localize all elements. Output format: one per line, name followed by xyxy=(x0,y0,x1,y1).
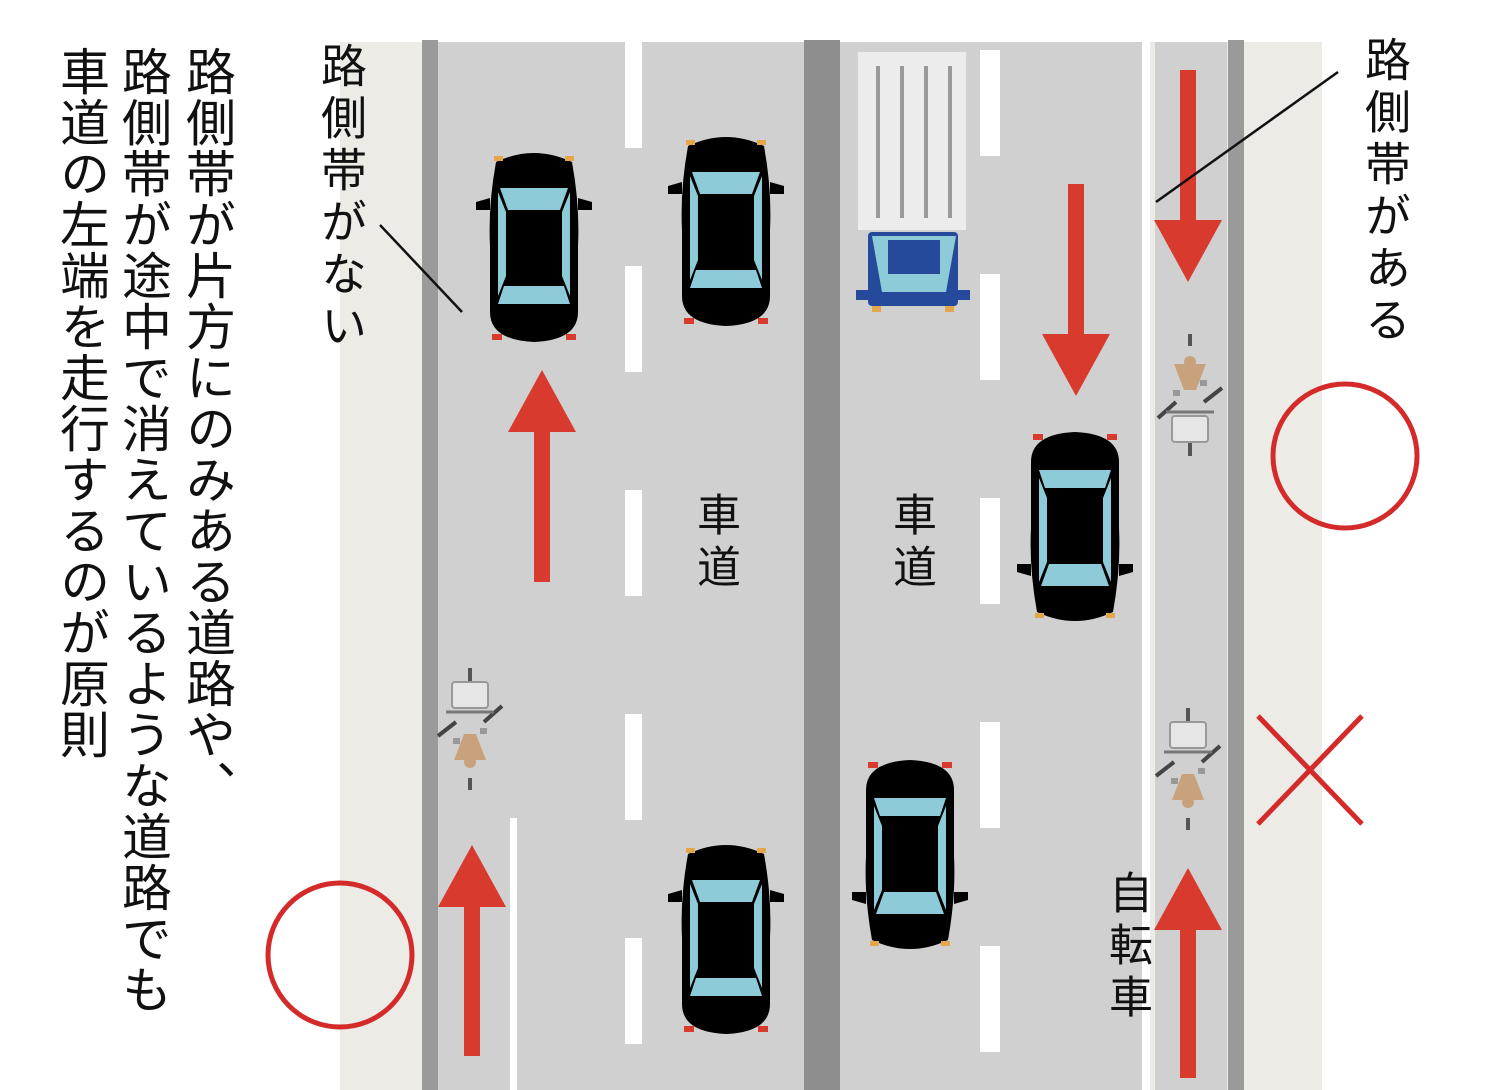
wrong-mark xyxy=(1256,714,1364,826)
car-blue-left xyxy=(476,153,592,342)
lane-divider-left xyxy=(625,42,642,1044)
car-red-left xyxy=(668,845,784,1034)
shoulder-line-right xyxy=(1142,40,1150,1090)
caption-line-2: 路側帯が途中で消えているような道路でも xyxy=(114,46,172,1015)
arrow-up-shoulder xyxy=(1154,868,1222,1078)
car-green-right xyxy=(852,760,968,949)
left-edge-line xyxy=(422,40,438,1090)
median-strip xyxy=(804,40,840,1090)
truck xyxy=(856,52,970,312)
car-blue-right xyxy=(1017,432,1133,621)
label-roadway-right: 車道 xyxy=(885,492,936,596)
label-no-shoulder: 路側帯がない xyxy=(314,42,368,354)
arrow-down-right-lane xyxy=(1042,184,1110,396)
arrow-up-left-lane xyxy=(508,370,576,582)
correct-mark-right xyxy=(1270,381,1420,531)
arrow-up-left-edge xyxy=(438,845,506,1056)
shoulder-start-line xyxy=(510,818,517,1090)
label-bicycle: 自転車 xyxy=(1101,870,1152,1026)
right-edge-line xyxy=(1228,40,1244,1090)
label-has-shoulder: 路側帯がある xyxy=(1358,36,1412,348)
arrow-down-shoulder xyxy=(1154,70,1222,282)
caption-line-1: 路側帯が片方にのみある道路や、 xyxy=(178,46,236,811)
correct-mark-left xyxy=(265,880,415,1030)
direction-arrows xyxy=(438,70,1222,1078)
caption-line-3: 車道の左端を走行するのが原則 xyxy=(52,46,110,760)
lane-divider-right xyxy=(980,50,1000,1052)
label-roadway-left: 車道 xyxy=(689,492,740,596)
leader-line-no-shoulder xyxy=(379,224,463,313)
left-shoulder xyxy=(340,42,430,1090)
leader-line-has-shoulder xyxy=(1155,70,1339,204)
car-green-left xyxy=(668,137,784,326)
